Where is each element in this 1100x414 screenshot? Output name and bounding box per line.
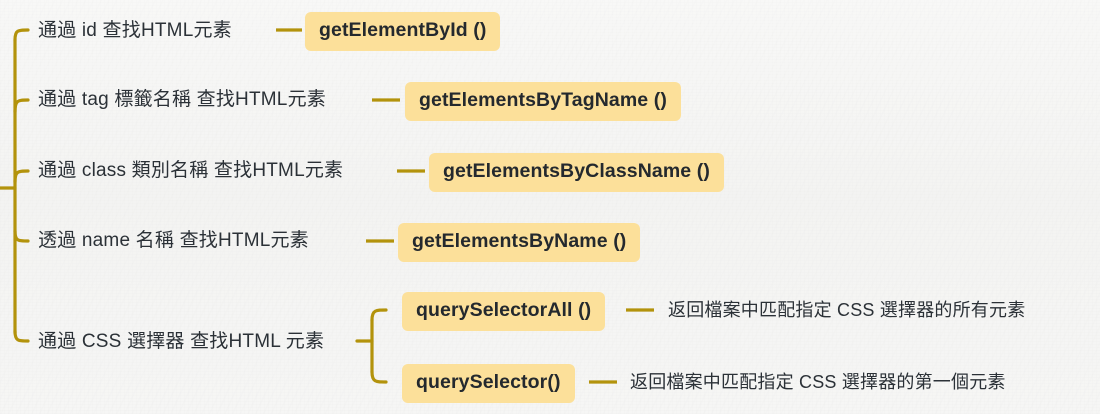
branch-label-by-class: 通過 class 類別名稱 查找HTML元素	[38, 160, 344, 181]
method-badge-get-elements-by-class-name[interactable]: getElementsByClassName ()	[429, 153, 724, 192]
branch-label-by-tag: 通過 tag 標籤名稱 查找HTML元素	[38, 89, 326, 110]
method-badge-get-element-by-id[interactable]: getElementById ()	[305, 12, 501, 51]
branch-label-by-id: 通過 id 查找HTML元素	[38, 20, 232, 41]
method-badge-query-selector-all[interactable]: querySelectorAll ()	[402, 292, 606, 331]
description-query-selector: 返回檔案中匹配指定 CSS 選擇器的第一個元素	[630, 372, 1006, 392]
branch-label-by-name: 透過 name 名稱 查找HTML元素	[38, 230, 309, 251]
description-query-selector-all: 返回檔案中匹配指定 CSS 選擇器的所有元素	[668, 300, 1026, 320]
method-badge-get-elements-by-name[interactable]: getElementsByName ()	[398, 223, 641, 262]
method-badge-query-selector[interactable]: querySelector()	[402, 364, 575, 403]
method-badge-get-elements-by-tag-name[interactable]: getElementsByTagName ()	[405, 82, 681, 121]
branch-label-by-css: 通過 CSS 選擇器 查找HTML 元素	[38, 331, 325, 352]
